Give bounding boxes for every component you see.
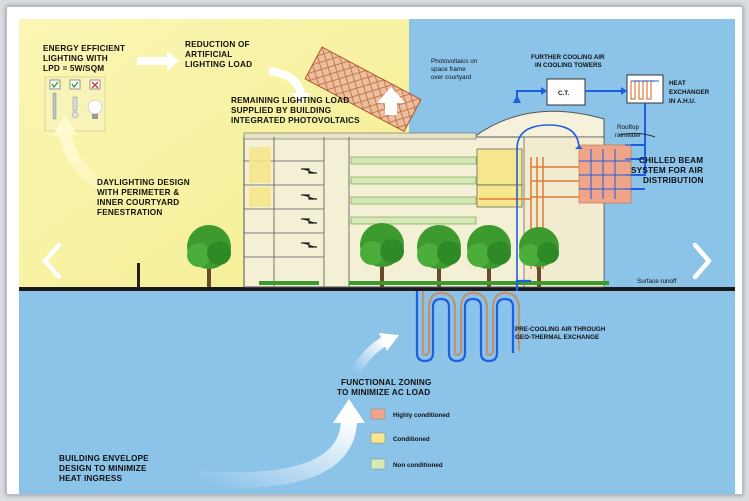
legend-swatch-non-conditioned <box>370 458 386 470</box>
zoning-arrow <box>350 336 388 376</box>
svg-text:LIGHTING WITH: LIGHTING WITH <box>43 54 108 63</box>
svg-text:DESIGN TO MINIMIZE: DESIGN TO MINIMIZE <box>59 464 147 473</box>
svg-text:CHILLED BEAM: CHILLED BEAM <box>639 156 703 165</box>
svg-text:REDUCTION OF: REDUCTION OF <box>185 40 250 49</box>
prev-slide-button[interactable] <box>35 239 65 283</box>
svg-text:space frame: space frame <box>431 66 466 73</box>
trees <box>137 223 609 287</box>
svg-text:INTEGRATED PHOTOVOLTAICS: INTEGRATED PHOTOVOLTAICS <box>231 116 360 125</box>
ground-line <box>19 287 735 291</box>
svg-text:DISTRIBUTION: DISTRIBUTION <box>643 176 704 185</box>
svg-text:HEAT: HEAT <box>669 80 686 87</box>
svg-text:PRE-COOLING AIR THROUGH: PRE-COOLING AIR THROUGH <box>515 326 606 333</box>
sustainability-diagram: Highly conditioned Conditioned Non condi… <box>19 19 735 494</box>
svg-text:FURTHER COOLING AIR: FURTHER COOLING AIR <box>531 54 605 61</box>
label-energy-efficient: ENERGY EFFICIENT LIGHTING WITH LPD = 5W/… <box>43 44 125 73</box>
chevron-right-icon <box>692 242 712 280</box>
svg-text:Rooftop: Rooftop <box>617 124 640 131</box>
svg-text:ARTIFICIAL: ARTIFICIAL <box>185 50 232 59</box>
label-pre-cooling: PRE-COOLING AIR THROUGH GEO-THERMAL EXCH… <box>515 326 606 341</box>
legend-label-conditioned: Conditioned <box>393 436 430 443</box>
svg-text:REMAINING LIGHTING LOAD: REMAINING LIGHTING LOAD <box>231 96 349 105</box>
geothermal-loop <box>415 279 531 363</box>
chevron-left-icon <box>42 242 62 280</box>
svg-text:TO MINIMIZE AC LOAD: TO MINIMIZE AC LOAD <box>337 388 430 397</box>
label-reduction: REDUCTION OF ARTIFICIAL LIGHTING LOAD <box>185 40 252 69</box>
svg-text:FENESTRATION: FENESTRATION <box>97 208 162 217</box>
svg-text:HEAT INGRESS: HEAT INGRESS <box>59 474 123 483</box>
legend-swatch-highly-conditioned <box>370 408 386 420</box>
daylight-arrowhead <box>53 115 77 135</box>
label-further-cooling: FURTHER COOLING AIR IN COOLING TOWERS <box>531 54 605 69</box>
legend: Highly conditioned Conditioned Non condi… <box>370 408 450 470</box>
next-slide-button[interactable] <box>687 239 717 283</box>
svg-text:EXCHANGER: EXCHANGER <box>669 89 710 96</box>
slide-stage: Highly conditioned Conditioned Non condi… <box>19 19 735 494</box>
label-chilled-beam: CHILLED BEAM SYSTEM FOR AIR DISTRIBUTION <box>631 156 704 185</box>
envelope-arrowhead <box>333 399 365 423</box>
svg-text:IN A.H.U.: IN A.H.U. <box>669 98 696 105</box>
label-functional-zoning: FUNCTIONAL ZONING TO MINIMIZE AC LOAD <box>337 378 432 397</box>
svg-text:LIGHTING LOAD: LIGHTING LOAD <box>185 60 252 69</box>
slide-frame: Highly conditioned Conditioned Non condi… <box>6 6 743 495</box>
svg-text:rainwater: rainwater <box>615 132 641 139</box>
label-heat-exchanger: HEAT EXCHANGER IN A.H.U. <box>669 80 710 105</box>
envelope-arrow <box>198 418 357 489</box>
svg-text:GEO-THERMAL EXCHANGE: GEO-THERMAL EXCHANGE <box>515 334 599 341</box>
pv-up-arrow <box>377 87 405 115</box>
svg-text:SUPPLIED BY BUILDING: SUPPLIED BY BUILDING <box>231 106 331 115</box>
svg-text:ENERGY EFFICIENT: ENERGY EFFICIENT <box>43 44 125 53</box>
svg-text:INNER COURTYARD: INNER COURTYARD <box>97 198 179 207</box>
svg-text:IN COOLING TOWERS: IN COOLING TOWERS <box>535 62 602 69</box>
svg-text:FUNCTIONAL ZONING: FUNCTIONAL ZONING <box>341 378 432 387</box>
svg-text:over courtyard: over courtyard <box>431 74 472 81</box>
label-remaining-load: REMAINING LIGHTING LOAD SUPPLIED BY BUIL… <box>231 96 360 125</box>
label-daylighting: DAYLIGHTING DESIGN WITH PERIMETER & INNE… <box>97 178 190 217</box>
legend-swatch-conditioned <box>370 432 386 444</box>
flow-arrows-sunlight <box>137 51 311 105</box>
legend-label-highly-conditioned: Highly conditioned <box>393 412 450 419</box>
label-rooftop-rainwater: Rooftop rainwater <box>615 124 641 139</box>
svg-text:DAYLIGHTING DESIGN: DAYLIGHTING DESIGN <box>97 178 190 187</box>
svg-text:LPD = 5W/SQM: LPD = 5W/SQM <box>43 64 104 73</box>
daylight-arrow <box>59 130 119 201</box>
svg-text:WITH PERIMETER &: WITH PERIMETER & <box>97 188 179 197</box>
legend-label-non-conditioned: Non conditioned <box>393 462 443 469</box>
label-cooling-tower: C.T. <box>558 90 569 97</box>
lighting-icons <box>44 76 106 132</box>
label-building-envelope: BUILDING ENVELOPE DESIGN TO MINIMIZE HEA… <box>59 454 149 483</box>
zoning-arrowhead <box>379 333 399 351</box>
cooling-tower-system <box>513 74 664 190</box>
label-photovoltaics: Photovoltaics on space frame over courty… <box>431 58 478 81</box>
svg-text:Photovoltaics on: Photovoltaics on <box>431 58 478 65</box>
label-surface-runoff: Surface runoff <box>637 278 677 285</box>
svg-text:SYSTEM FOR AIR: SYSTEM FOR AIR <box>631 166 703 175</box>
daylight-zone <box>19 19 409 287</box>
svg-text:BUILDING ENVELOPE: BUILDING ENVELOPE <box>59 454 149 463</box>
